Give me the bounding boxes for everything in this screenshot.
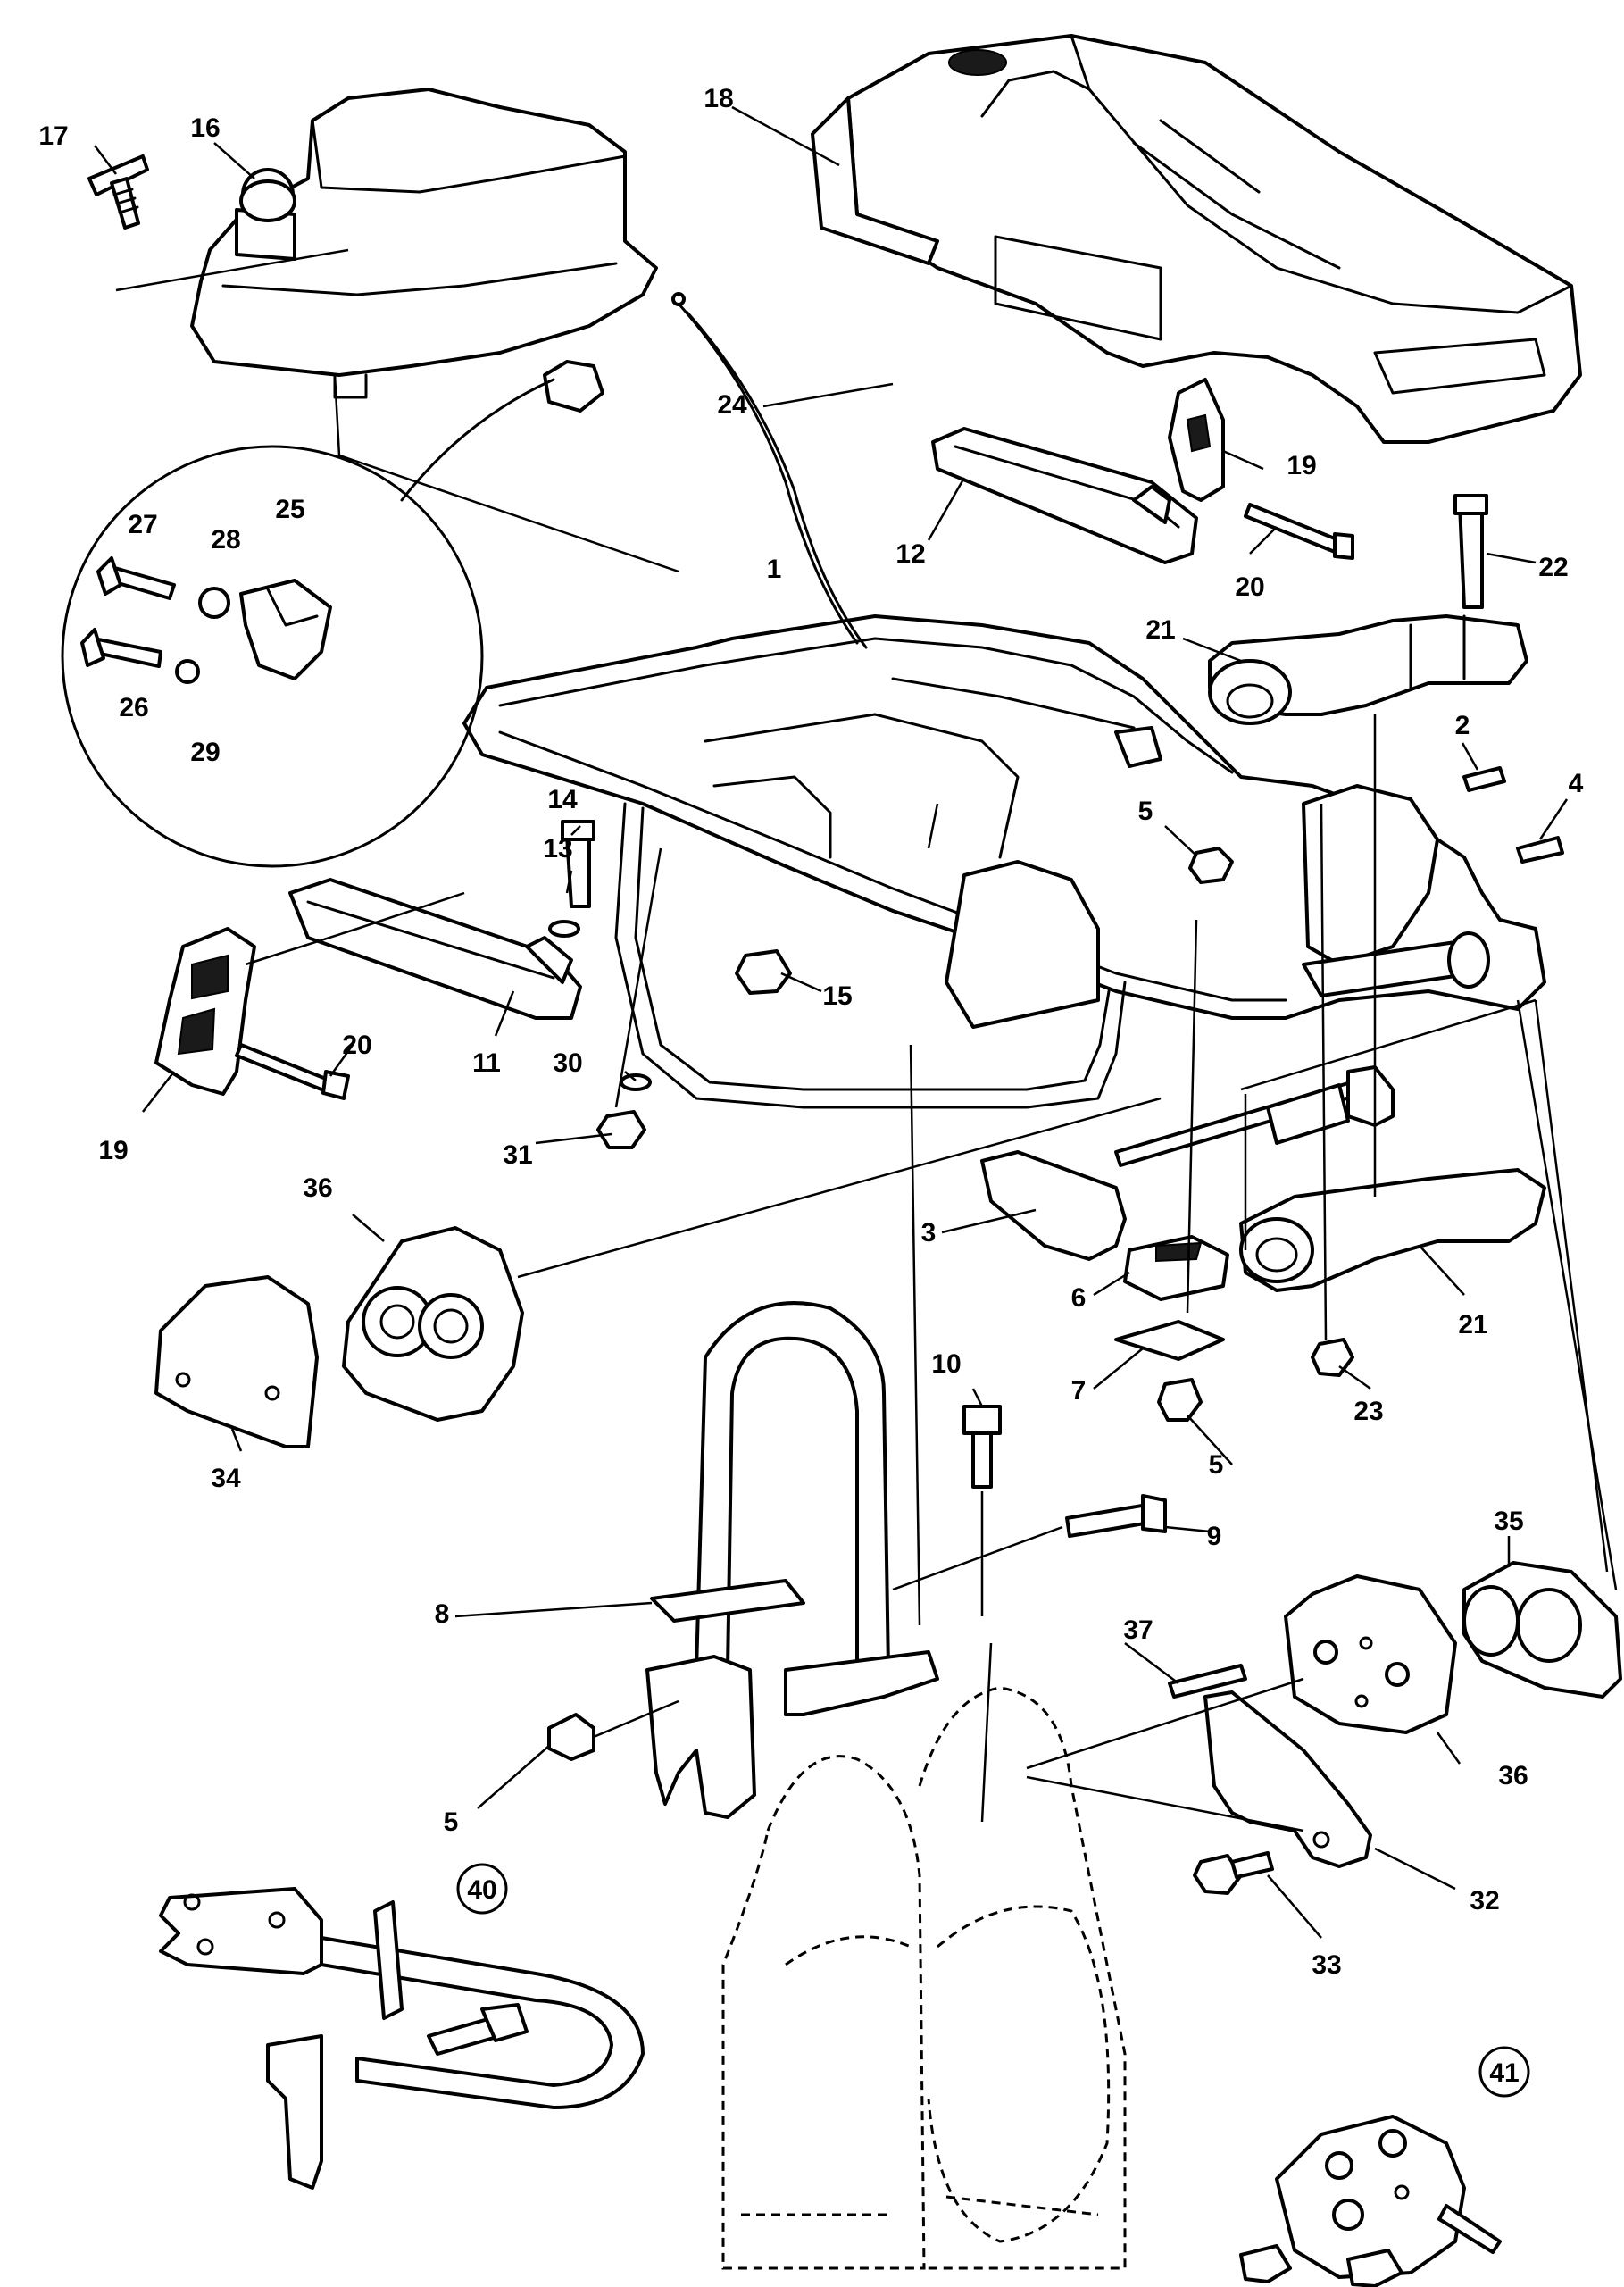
flange-nut-15 — [735, 949, 792, 995]
part-number-label: 21 — [1145, 615, 1175, 645]
bolt-4 — [1516, 836, 1564, 864]
part-number-label: 26 — [119, 693, 148, 722]
variant-41-bearing — [1239, 2115, 1502, 2287]
part-number-label: 9 — [1207, 1522, 1222, 1551]
bearing-36-left — [342, 1226, 524, 1422]
part-number-label: 35 — [1494, 1507, 1523, 1536]
part-number-label: 18 — [704, 84, 733, 113]
part-number-label: 19 — [1287, 451, 1316, 480]
part-number-label: 36 — [1498, 1761, 1528, 1790]
callout-labels: 40 41 — [467, 1875, 1519, 2088]
part-number-label: 15 — [822, 981, 852, 1011]
part-number-label: 24 — [717, 390, 747, 420]
bolt-10 — [962, 1405, 1002, 1489]
callout-ring-40 — [456, 1863, 508, 1915]
part-number-label: 20 — [1235, 572, 1264, 602]
callout-label: 41 — [1489, 2058, 1519, 2088]
control-cable — [677, 302, 859, 645]
engine-cowl — [811, 34, 1582, 444]
slide-rail-lower — [288, 878, 582, 1020]
part-number-label: 21 — [1458, 1310, 1487, 1340]
nut-5-bottom — [547, 1713, 595, 1761]
bearing-35 — [1462, 1561, 1622, 1699]
part-number-label: 11 — [472, 1048, 501, 1078]
part-number-label: 2 — [1455, 711, 1470, 740]
bracket-32 — [1203, 1690, 1372, 1868]
nut-5-lower — [1157, 1378, 1203, 1422]
part-number-label: 30 — [553, 1048, 582, 1078]
part-number-label: 8 — [435, 1599, 450, 1629]
side-plate-upper — [1168, 378, 1225, 502]
detail-circle — [61, 445, 484, 868]
part-number-label: 33 — [1312, 1950, 1341, 1980]
fuel-cap — [239, 179, 296, 222]
bolt-9 — [1065, 1494, 1167, 1538]
part-number-label: 31 — [503, 1140, 532, 1170]
cable-end — [671, 292, 686, 306]
cable-clip — [543, 360, 604, 413]
bolt-33 — [1193, 1851, 1274, 1895]
part-number-label: 17 — [38, 121, 68, 151]
part-number-label: 6 — [1071, 1283, 1087, 1313]
part-labels: 1234567891011121314151617181920212223242… — [38, 84, 1583, 1980]
engine-outline — [721, 1686, 1127, 2270]
callout-label: 40 — [467, 1875, 496, 1905]
bolt-2 — [1462, 766, 1506, 792]
fuel-tank — [190, 88, 658, 399]
part-number-label: 37 — [1123, 1615, 1153, 1645]
part-number-label: 28 — [211, 525, 240, 555]
bolt-22 — [1453, 494, 1488, 609]
part-number-label: 16 — [190, 113, 220, 143]
part-number-label: 27 — [128, 510, 157, 539]
part-number-label: 13 — [543, 834, 572, 864]
axle-assembly — [980, 1065, 1395, 1261]
part-number-label: 23 — [1353, 1397, 1383, 1426]
part-number-label: 36 — [303, 1173, 332, 1203]
part-number-label: 25 — [275, 495, 304, 524]
variant-40-handle — [159, 1887, 645, 2190]
part-number-label: 4 — [1569, 769, 1584, 798]
part-number-label: 29 — [190, 738, 220, 767]
part-number-label: 20 — [342, 1031, 371, 1060]
part-number-label: 22 — [1538, 553, 1568, 582]
long-bolt-lower — [235, 1043, 350, 1100]
side-plate-lower — [154, 927, 256, 1096]
block-6 — [1123, 1235, 1229, 1301]
handle-bracket — [645, 1301, 939, 1819]
nut-5-upper — [1188, 847, 1234, 884]
part-number-label: 5 — [444, 1807, 459, 1837]
part-number-label: 14 — [547, 785, 578, 814]
part-number-label: 5 — [1138, 797, 1153, 826]
nut-23 — [1311, 1338, 1354, 1377]
clamp-block-upper — [1208, 614, 1528, 725]
washer-30 — [620, 1073, 652, 1091]
slide-rail-upper — [931, 427, 1198, 564]
clamp-block-lower — [1239, 1168, 1546, 1292]
long-bolt-upper — [1244, 503, 1354, 560]
bolt-14 — [561, 820, 595, 908]
washer-13 — [548, 920, 580, 938]
carriage-bolt — [87, 154, 149, 230]
part-number-label: 34 — [211, 1464, 241, 1493]
callout-ring-41 — [1478, 2046, 1530, 2098]
plate-34 — [154, 1275, 319, 1448]
part-number-label: 1 — [767, 555, 782, 584]
part-number-label: 19 — [98, 1136, 128, 1165]
part-number-label: 32 — [1470, 1886, 1499, 1916]
part-number-label: 3 — [921, 1218, 937, 1248]
part-number-label: 10 — [931, 1349, 961, 1379]
pin-37 — [1168, 1664, 1247, 1699]
bearing-36-right — [1284, 1574, 1457, 1734]
part-number-label: 12 — [895, 539, 925, 569]
nut-31 — [596, 1110, 646, 1149]
part-number-label: 7 — [1071, 1376, 1087, 1406]
part-number-label: 5 — [1209, 1450, 1224, 1480]
bracket-7 — [1114, 1320, 1225, 1361]
